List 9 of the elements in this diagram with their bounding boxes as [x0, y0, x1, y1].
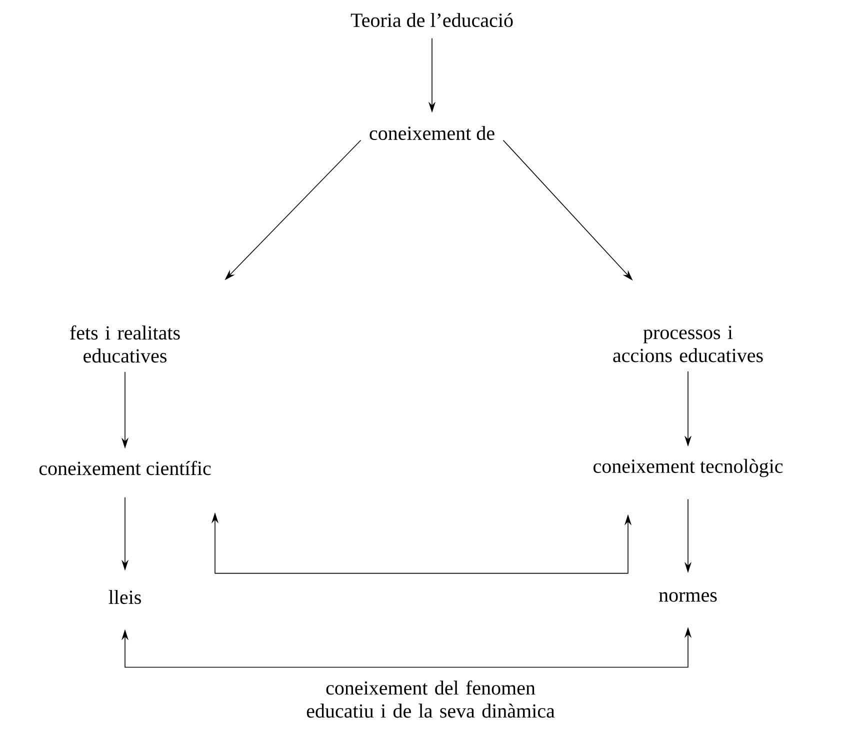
concept-label: coneixement de [370, 126, 494, 140]
concept-label: coneixement tecnològic [594, 458, 783, 478]
concept-label: lleis [108, 590, 141, 604]
concept-label: processos i accions educatives [613, 326, 763, 362]
concept-label: normes [659, 592, 717, 602]
concept-label: Teoria de l’educació [350, 12, 513, 28]
concept-label: fets i realitats educatives [70, 325, 180, 363]
edge-label: coneixement del fenomen educatiu i de la seva dinàmica [306, 680, 555, 718]
concept-label: coneixement científic [39, 460, 211, 476]
